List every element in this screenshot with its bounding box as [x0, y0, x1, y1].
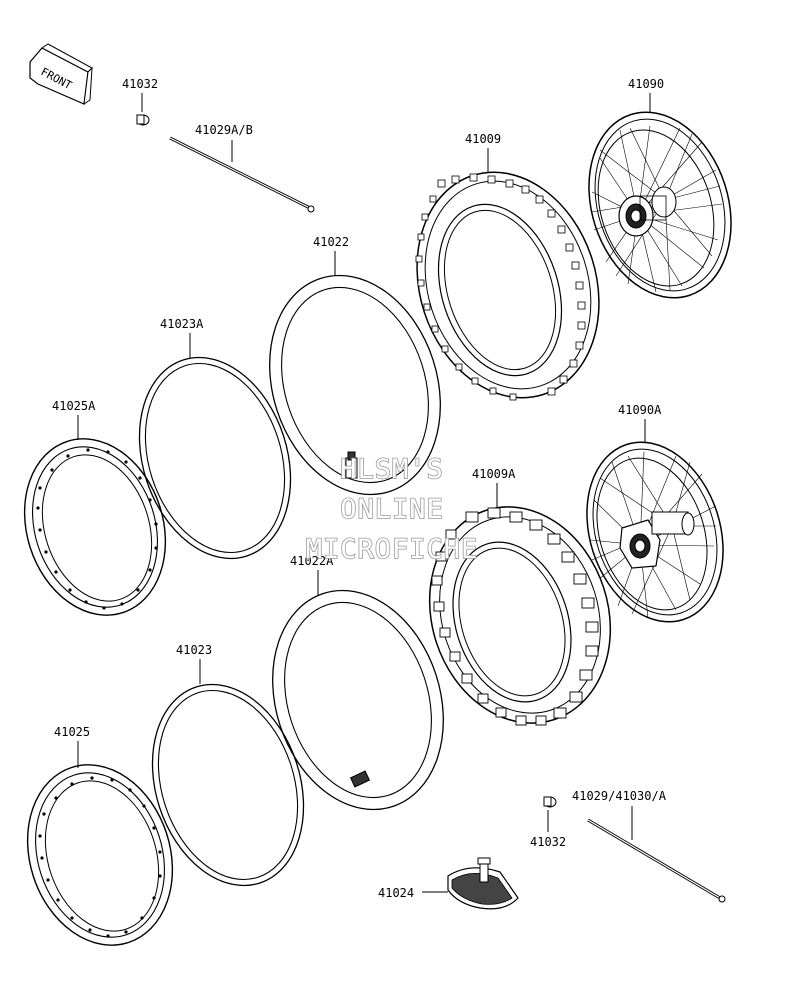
watermark: HLSM'S ONLINE MICROFICHE	[305, 453, 479, 566]
part-41032-top: 41032	[122, 77, 158, 126]
part-41090a-rear-wheel: 41090A	[586, 403, 724, 623]
label-41009: 41009	[465, 132, 501, 146]
label-41023a: 41023A	[160, 317, 204, 331]
watermark-line1: HLSM'S	[340, 454, 444, 485]
label-41025: 41025	[54, 725, 90, 739]
label-41090a: 41090A	[618, 403, 662, 417]
part-41009-front-tire: 41009	[415, 132, 600, 401]
label-41090: 41090	[628, 77, 664, 91]
part-41022a-rear-tube: 41022A	[272, 554, 444, 811]
part-41029ab-spoke: 41029A/B	[169, 123, 315, 213]
part-41025a-rim: 41025A	[23, 399, 167, 616]
label-41022: 41022	[313, 235, 349, 249]
watermark-line3: MICROFICHE	[306, 534, 479, 565]
label-41032-top: 41032	[122, 77, 158, 91]
part-41009a-rear-tire: 41009A	[428, 467, 612, 726]
part-41022-front-tube: 41022	[269, 235, 441, 496]
label-41023: 41023	[176, 643, 212, 657]
part-41025-rim: 41025	[26, 725, 174, 946]
front-arrow-icon: FRONT	[29, 43, 93, 106]
label-41024: 41024	[378, 886, 414, 900]
part-41090-front-wheel: 41090	[588, 77, 732, 299]
part-41029-41030a-spoke: 41029/41030/A	[572, 789, 726, 903]
label-41025a: 41025A	[52, 399, 96, 413]
part-41023-rim-band: 41023	[151, 643, 305, 887]
part-41032-bottom: 41032	[530, 796, 566, 849]
label-41029ab: 41029A/B	[195, 123, 253, 137]
label-41009a: 41009A	[472, 467, 516, 481]
label-41022a: 41022A	[290, 554, 334, 568]
part-41024-rim-lock: 41024	[378, 857, 519, 910]
watermark-line2: ONLINE	[340, 494, 444, 525]
part-41023a-rim-band: 41023A	[138, 317, 292, 560]
label-41032-bottom: 41032	[530, 835, 566, 849]
label-41029-41030a: 41029/41030/A	[572, 789, 667, 803]
